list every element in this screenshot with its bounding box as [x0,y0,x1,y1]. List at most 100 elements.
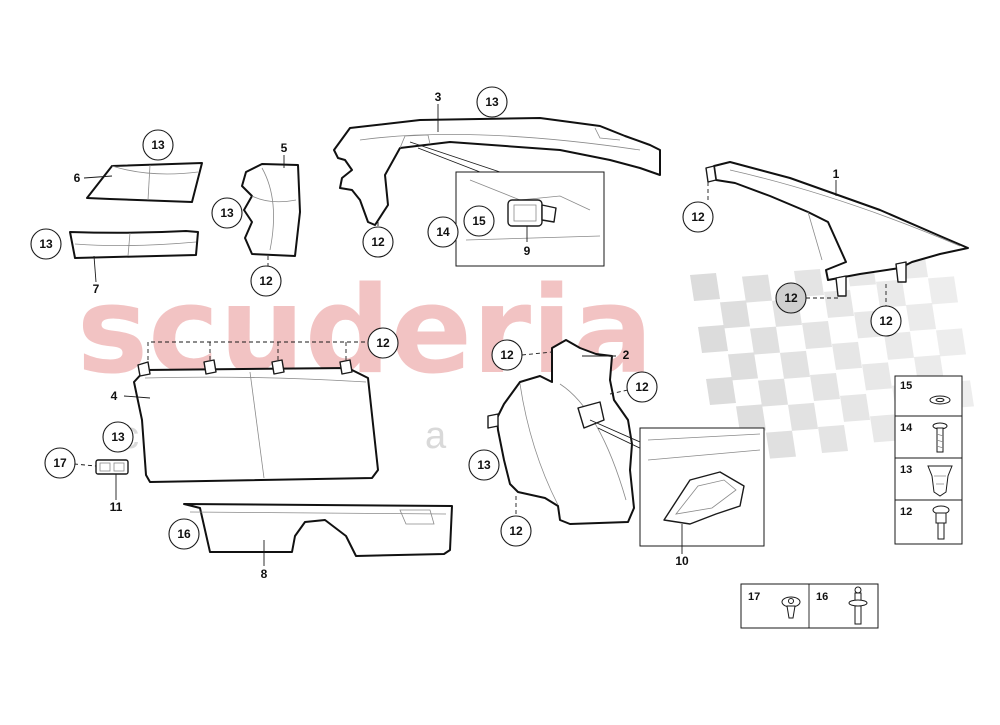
stud-icon [848,586,868,625]
checker-square [884,331,914,360]
part-number-3: 3 [435,90,442,104]
svg-text:13: 13 [151,138,165,152]
svg-text:14: 14 [436,225,450,239]
svg-text:14: 14 [900,422,913,434]
svg-text:15: 15 [472,214,486,228]
callout-13: 13 [476,86,508,118]
callout-12: 12 [775,282,807,314]
svg-text:12: 12 [500,348,514,362]
checker-square [758,378,788,407]
checker-square [728,352,758,381]
callout-15: 15 [463,205,495,237]
hardware-legend-bottom: 17 16 [740,583,879,629]
callout-13: 13 [142,129,174,161]
svg-text:13: 13 [39,237,53,251]
svg-text:12: 12 [259,274,273,288]
legend-item-15: 15 [900,380,951,405]
svg-text:13: 13 [220,206,234,220]
svg-text:12: 12 [635,380,649,394]
svg-text:13: 13 [477,458,491,472]
detail-9-inset: 9 [409,141,605,267]
svg-text:12: 12 [784,291,798,305]
checker-square [928,276,958,305]
part-number-5: 5 [281,141,288,155]
part-number-8: 8 [261,567,268,581]
callout-13: 13 [468,449,500,481]
checker-square [788,402,818,431]
callout-12: 12 [491,339,523,371]
svg-text:13: 13 [900,464,912,476]
callout-13: 13 [30,228,62,260]
checker-square [750,326,780,355]
checker-square [870,414,900,443]
callout-12: 12 [367,327,399,359]
callout-12: 12 [626,371,658,403]
svg-text:13: 13 [111,430,125,444]
legend-item-17: 17 [748,591,801,619]
part-number-4: 4 [111,389,118,403]
callout-16: 16 [168,518,200,550]
part-number-2: 2 [623,348,630,362]
part-number-1: 1 [833,167,840,181]
svg-text:12: 12 [879,314,893,328]
callout-12: 12 [682,201,714,233]
push-rivet-icon [781,596,801,619]
part-4-rear-panel: 4 [111,341,379,483]
part-8-floor-panel: 8 [183,503,453,581]
checker-square [906,303,936,332]
svg-text:12: 12 [691,210,705,224]
callout-12: 12 [362,226,394,258]
legend-item-13: 13 [900,464,953,497]
part-11-clip: 11 [73,459,129,514]
callouts: 13 13 13 12 13 12 14 15 12 12 12 12 13 1… [30,86,902,550]
part-5-pillar-cover: 5 [241,141,301,270]
svg-text:12: 12 [509,524,523,538]
checker-square [876,279,906,308]
svg-text:12: 12 [376,336,390,350]
svg-text:17: 17 [53,456,67,470]
part-number-11: 11 [110,500,123,514]
screw-icon [932,422,948,453]
callout-17: 17 [44,447,76,479]
checker-square [698,325,728,353]
part-number-10: 10 [675,554,689,568]
part-1-a-pillar-trim: 1 [705,161,969,306]
callout-13: 13 [211,197,243,229]
checker-square [862,362,892,391]
watermark-letter: a [425,415,447,457]
checker-square [742,274,772,303]
callout-14: 14 [427,216,459,248]
checker-square [840,393,870,422]
checker-square [780,350,810,379]
callout-12: 12 [870,305,902,337]
checker-square [766,430,796,459]
svg-text:17: 17 [748,591,760,603]
svg-text:15: 15 [900,380,912,392]
hardware-legend-right: 15 14 13 12 [894,375,963,545]
svg-text:12: 12 [900,506,912,518]
checker-square [706,377,736,405]
washer-icon [929,395,951,405]
callout-13: 13 [102,421,134,453]
checker-square [720,300,750,329]
svg-text:12: 12 [371,235,385,249]
svg-text:16: 16 [816,591,828,603]
part-number-7: 7 [93,282,100,296]
checker-square [802,321,832,350]
svg-text:16: 16 [177,527,191,541]
legend-item-12: 12 [900,505,950,540]
part-number-9: 9 [524,244,531,258]
checker-square [832,341,862,370]
callout-12: 12 [500,515,532,547]
clip-nut-icon [927,465,953,497]
legend-item-14: 14 [900,422,948,453]
checker-square [824,289,854,318]
svg-text:13: 13 [485,95,499,109]
detail-10-inset: 10 [589,419,765,568]
part-2-side-trim: 2 [487,339,635,525]
part-7-trim-strip: 7 [69,230,199,296]
legend-item-16: 16 [816,586,868,625]
checker-square [810,373,840,402]
part-6-trim-strip: 6 [74,162,203,203]
